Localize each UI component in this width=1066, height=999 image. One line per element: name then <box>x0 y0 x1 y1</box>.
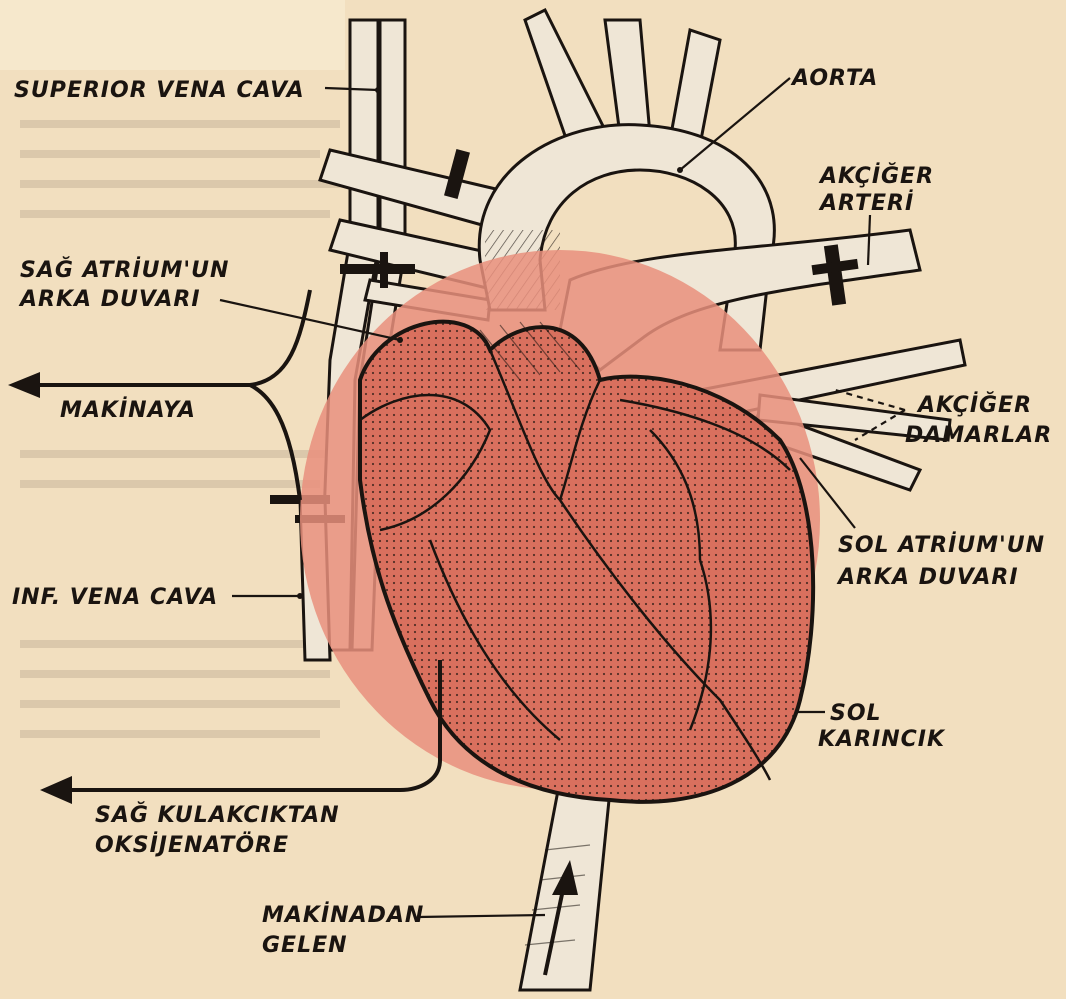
label-akciger-damarlar-line2: DAMARLAR <box>905 423 1052 448</box>
label-makinadan-line1: MAKİNADAN <box>262 902 424 928</box>
label-inf-vena-cava: INF. VENA CAVA <box>12 585 218 610</box>
label-sag-atrium-line1: SAĞ ATRİUM'UN <box>20 257 229 283</box>
label-sol-atrium-line1: SOL ATRİUM'UN <box>838 532 1045 558</box>
label-sag-atrium-line2: ARKA DUVARI <box>18 287 201 312</box>
label-sag-kulakciktan-line1: SAĞ KULAKCIKTAN <box>95 802 340 828</box>
label-akciger-arteri-line1: AKÇİĞER <box>818 163 934 189</box>
label-sol-karincik-line2: KARINCIK <box>818 727 946 752</box>
label-sol-atrium-line2: ARKA DUVARI <box>836 565 1019 590</box>
label-aorta: AORTA <box>790 66 878 91</box>
label-makinadan-line2: GELEN <box>262 933 348 958</box>
label-sol-karincik-line1: SOL <box>830 701 882 726</box>
label-makinaya: MAKİNAYA <box>60 397 196 423</box>
label-sag-kulakciktan-line2: OKSİJENATÖRE <box>95 832 289 858</box>
label-superior-vena-cava: SUPERIOR VENA CAVA <box>14 78 305 103</box>
paper-corner <box>0 0 345 70</box>
label-akciger-damarlar-line1: AKÇİĞER <box>916 392 1032 418</box>
label-akciger-arteri-line2: ARTERİ <box>818 190 914 216</box>
